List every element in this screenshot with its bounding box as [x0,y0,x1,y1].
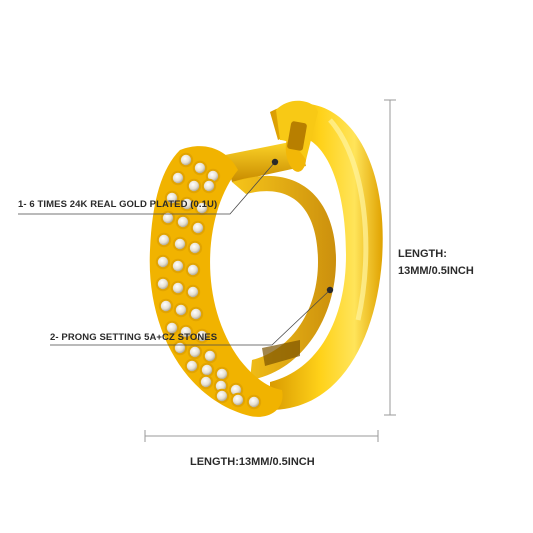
cz-stone [160,300,172,312]
cz-stone [174,238,186,250]
cz-stone [187,264,199,276]
cz-stone [157,278,169,290]
cz-stone [200,376,212,388]
cz-stone [215,380,227,392]
callout-lines [18,158,334,346]
cz-stone [174,342,186,354]
cz-stone [216,390,228,402]
cz-stone [175,304,187,316]
cz-stone [187,286,199,298]
cz-stone [192,222,204,234]
height-dimension-line [384,99,396,416]
width-dimension-line [144,430,379,442]
annotation-prong-setting: 2- PRONG SETTING 5A+CZ STONES [50,332,218,343]
cz-stone [232,394,244,406]
height-label-value: 13MM/0.5INCH [398,265,474,277]
cz-stone [180,326,192,338]
height-label-title: LENGTH: [398,248,447,260]
cz-stone [157,256,169,268]
cz-stone [162,212,174,224]
cz-stone [190,308,202,320]
cz-stone [207,170,219,182]
cz-stone [158,234,170,246]
cz-stone [186,360,198,372]
cz-stones [155,152,262,410]
cz-stone [189,346,201,358]
cz-stone [181,198,193,210]
cz-stone [196,202,208,214]
cz-stone [177,216,189,228]
cz-stone [166,322,178,334]
cz-stone [172,282,184,294]
outer-band [270,100,383,411]
cz-stone [194,162,206,174]
cz-stone [172,260,184,272]
cz-stone [196,330,208,342]
cz-stone [180,154,192,166]
cz-stone [230,384,242,396]
cz-stone [203,180,215,192]
annotation-gold-plating: 1- 6 TIMES 24K REAL GOLD PLATED (0.1U) [18,199,218,210]
cz-stone [188,180,200,192]
cz-stone [248,396,260,408]
cz-stone [216,368,228,380]
cz-stone [172,172,184,184]
inner-band [232,175,336,380]
cz-stone [166,192,178,204]
cz-stone [201,364,213,376]
cz-stone [204,350,216,362]
cz-stone [189,242,201,254]
width-label: LENGTH:13MM/0.5INCH [190,456,315,468]
